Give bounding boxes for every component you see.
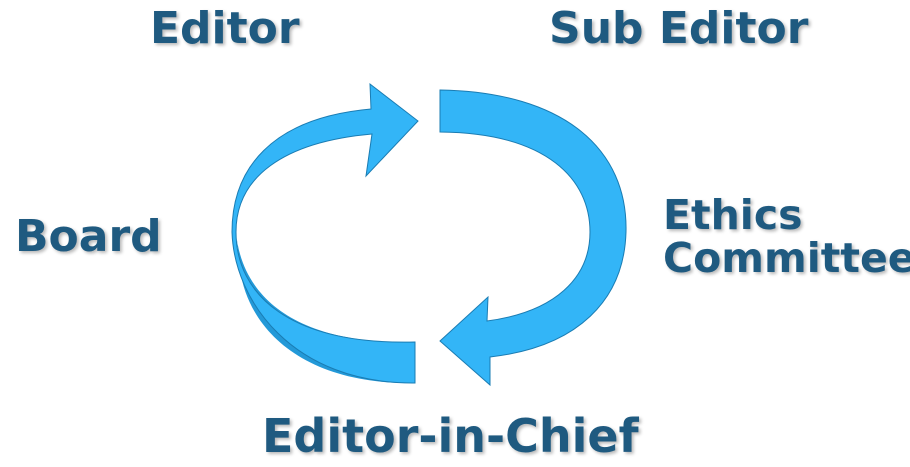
cycle-arrow-left-face — [231, 82, 419, 384]
cycle-arrow-left — [231, 82, 419, 384]
node-label-editor: Editor — [150, 3, 300, 54]
cycle-arrow-right-face — [439, 89, 627, 387]
node-label-board: Board — [15, 211, 162, 262]
node-label-ethics-line1: Ethics — [663, 191, 803, 239]
node-label-ethics-line2: Committee — [663, 234, 910, 283]
node-label-ethics-committee: Ethics Committee — [663, 191, 910, 283]
node-label-editor-in-chief: Editor-in-Chief — [262, 409, 639, 463]
cycle-arrow-right — [439, 89, 627, 387]
node-label-sub-editor: Sub Editor — [549, 3, 809, 54]
